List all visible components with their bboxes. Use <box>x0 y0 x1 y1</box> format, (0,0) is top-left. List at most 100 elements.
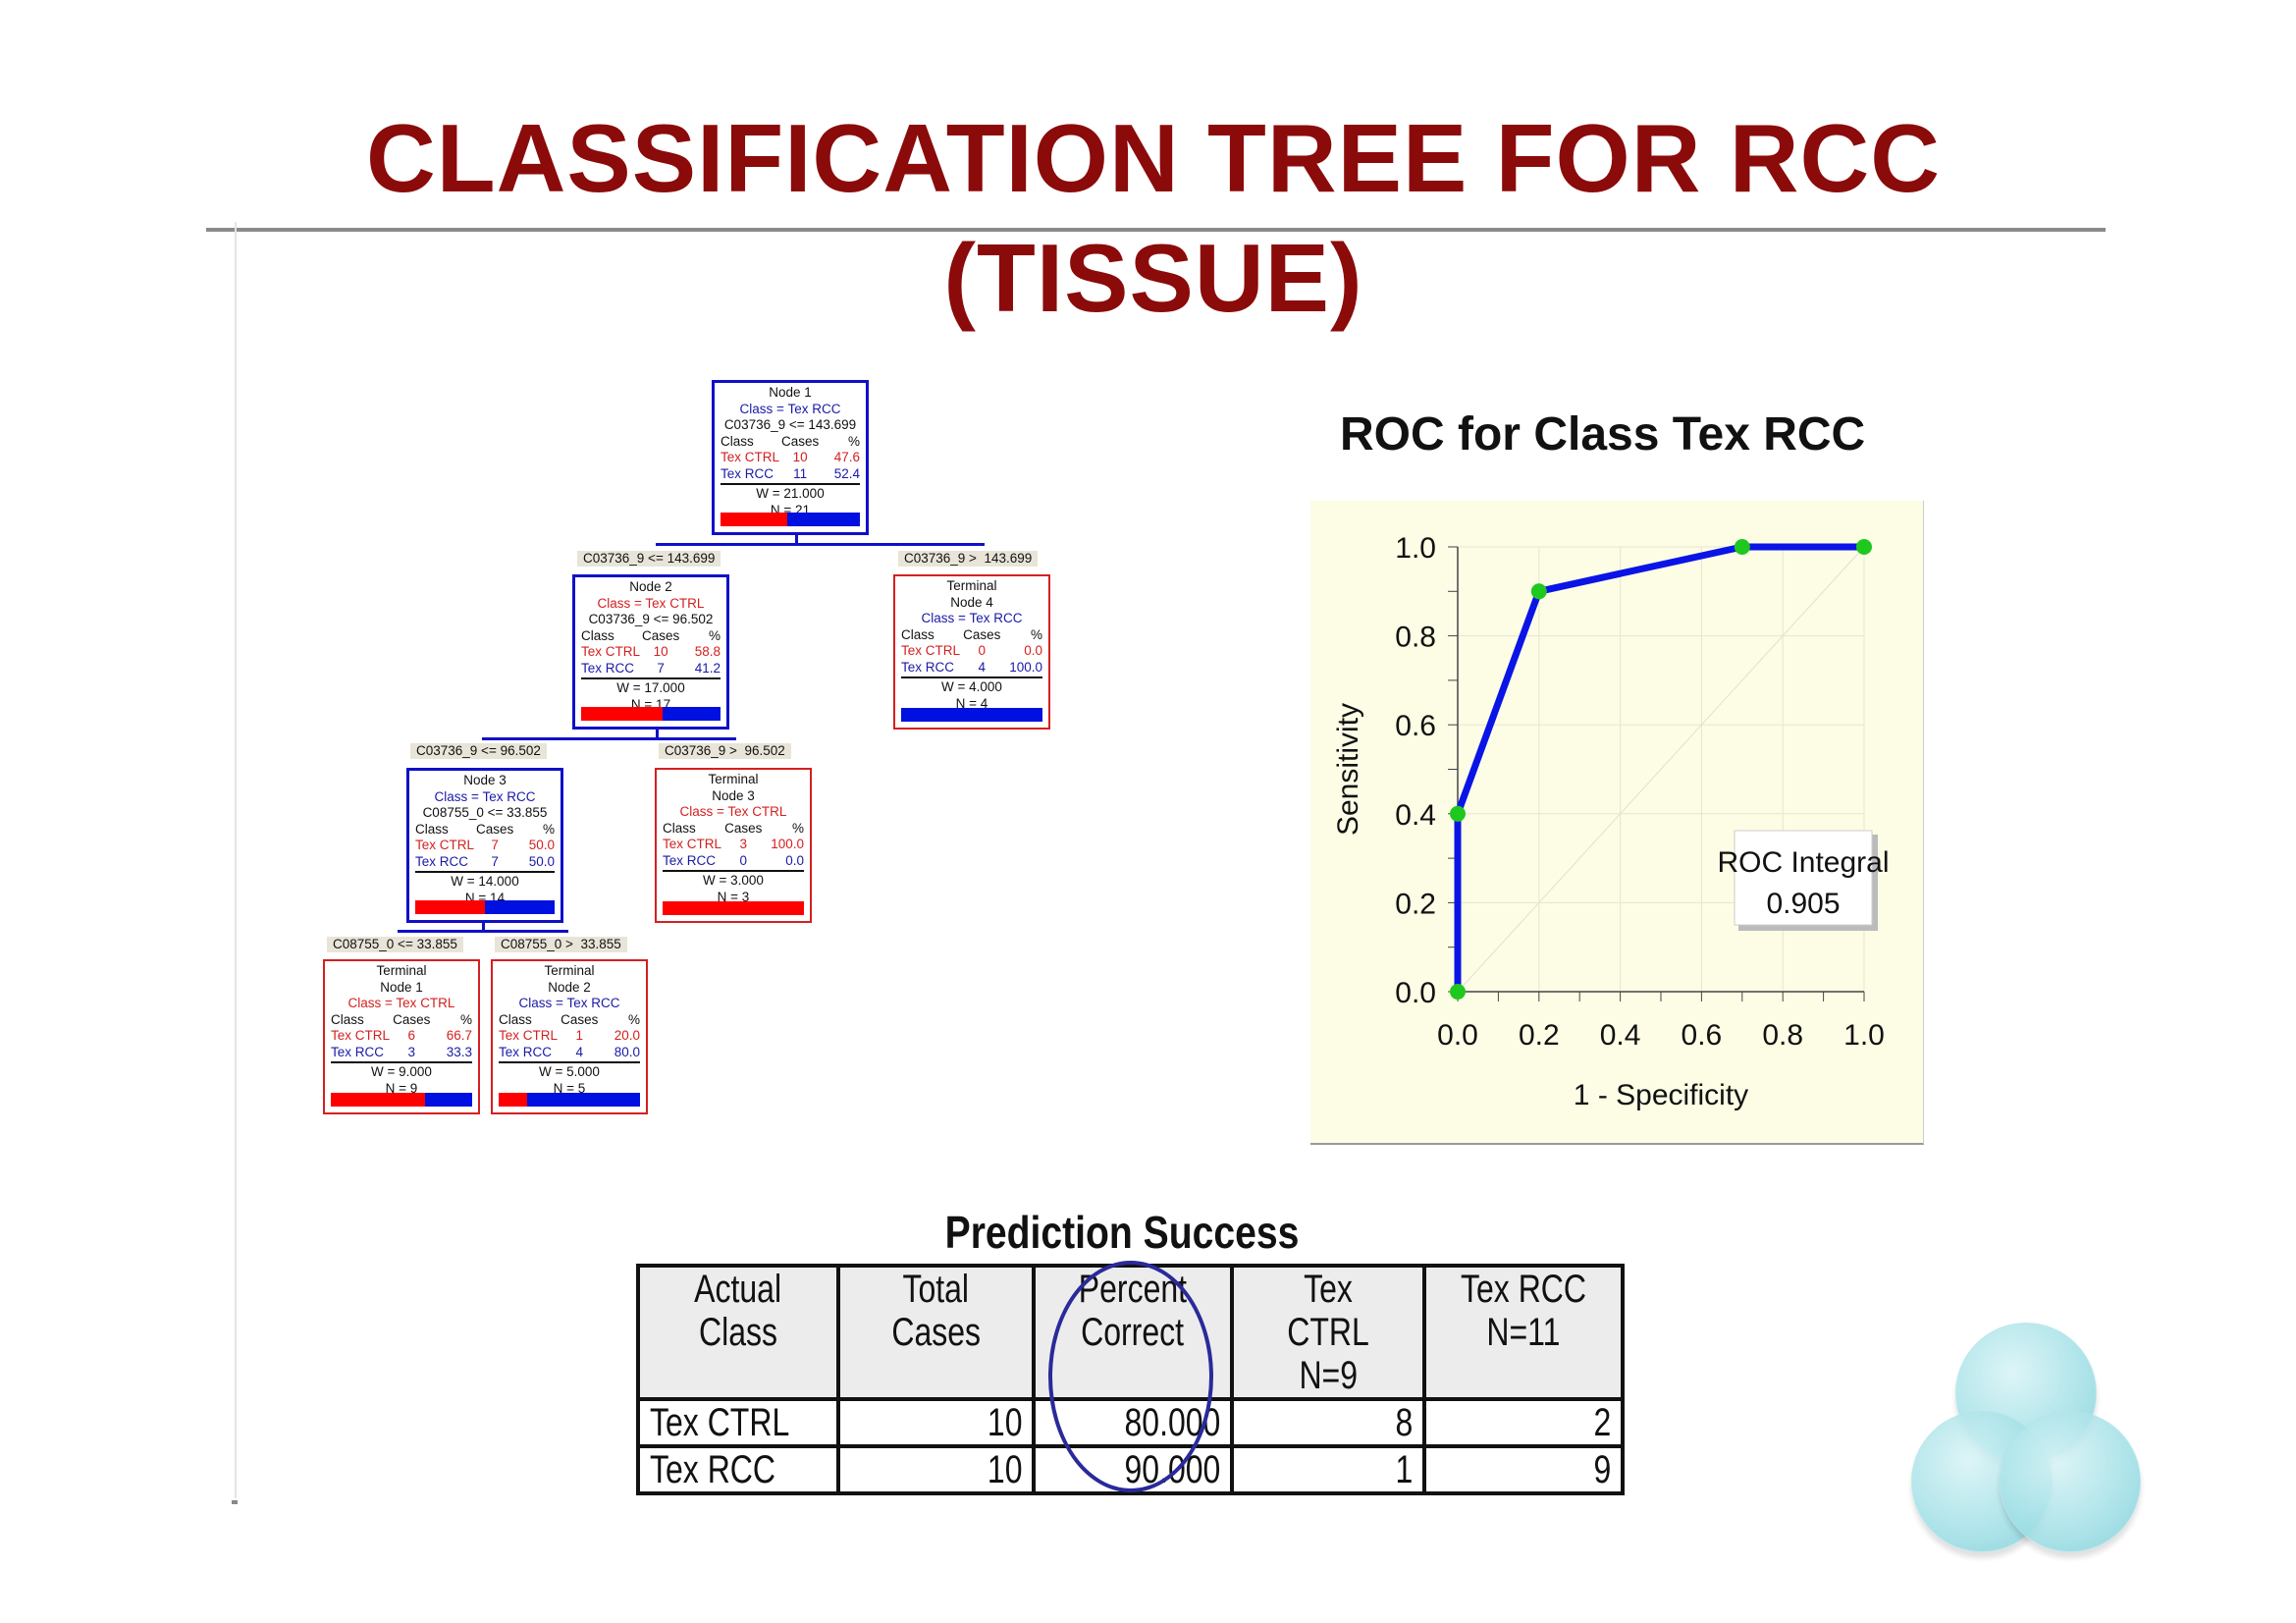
ctrl-bar-segment <box>581 707 664 721</box>
split-label: C08755_0 > 33.855 <box>495 937 627 952</box>
y-tick-label: 0.4 <box>1395 799 1436 832</box>
node-divider <box>331 1061 472 1063</box>
node-col-headers: Class Cases% <box>325 1012 478 1029</box>
cell: Tex RCC <box>415 853 469 869</box>
rcc-bar-segment <box>663 707 721 721</box>
x-axis-label: 1 - Specificity <box>1574 1079 1748 1111</box>
node-rule: C08755_0 <= 33.855 <box>422 805 548 820</box>
connector <box>656 543 985 546</box>
node-weight: W = 5.000 <box>539 1064 600 1079</box>
cell: 20.0 <box>614 1028 640 1043</box>
node-class: Class = Tex RCC <box>739 401 841 416</box>
cell: Tex RCC <box>901 659 955 675</box>
cell: Tex RCC <box>721 465 774 481</box>
bubble-decoration <box>2000 1411 2141 1552</box>
node-weight: W = 14.000 <box>451 874 519 889</box>
col-header: % <box>1030 626 1042 642</box>
cell: Tex CTRL <box>499 1028 559 1043</box>
col-header: Class <box>331 1011 364 1027</box>
col-header: % <box>543 821 556 837</box>
cell: 7 <box>657 660 665 676</box>
x-tick-label: 0.0 <box>1437 1019 1478 1052</box>
cell: 3 <box>407 1044 416 1059</box>
node-count: N = 4 <box>955 695 988 711</box>
connector <box>398 930 568 933</box>
rcc-bar-segment <box>485 900 555 914</box>
x-tick-label: 0.6 <box>1682 1019 1723 1052</box>
col-header: Cases <box>642 627 680 643</box>
y-tick-label: 0.0 <box>1395 977 1436 1009</box>
class-distribution-bar <box>499 1093 640 1107</box>
col-header: Cases <box>724 820 763 836</box>
cell: 4 <box>978 659 987 675</box>
node-class: Class = Tex RCC <box>921 611 1023 625</box>
cell: 47.6 <box>833 450 861 464</box>
node-count: N = 3 <box>717 889 750 904</box>
cell: 66.7 <box>446 1028 472 1043</box>
cell: 0.0 <box>785 852 804 868</box>
cell: 6 <box>407 1028 416 1043</box>
node-weight: W = 9.000 <box>371 1064 432 1079</box>
col-header: Cases <box>781 433 820 449</box>
col-header: Cases <box>393 1011 431 1027</box>
cell: 0 <box>978 643 987 658</box>
roc-point <box>1450 805 1466 822</box>
col-header: % <box>627 1011 640 1027</box>
col-header: Class <box>901 626 934 642</box>
cell: Tex CTRL <box>663 837 722 851</box>
rcc-bar-segment <box>526 1093 640 1107</box>
node-class: Class = Tex CTRL <box>597 595 705 611</box>
node-heading: Node 3 <box>712 787 755 803</box>
node-divider <box>415 871 555 873</box>
cell: Tex CTRL <box>901 643 961 658</box>
split-label: C03736_9 <= 143.699 <box>577 551 721 567</box>
split-label: C03736_9 > 143.699 <box>898 551 1039 567</box>
cell-tex-rcc: 9 <box>1422 1444 1625 1495</box>
title-line-2: (TISSUE) <box>943 224 1363 332</box>
node-class: Class = Tex RCC <box>518 996 620 1010</box>
node-heading: Node 2 <box>629 579 672 594</box>
cell: Tex RCC <box>663 852 717 868</box>
class-distribution-bar <box>721 513 860 526</box>
node-class: Class = Tex RCC <box>434 788 536 804</box>
x-tick-label: 0.8 <box>1762 1019 1803 1052</box>
node-heading: Terminal <box>376 963 427 978</box>
node-count: N = 9 <box>385 1080 418 1096</box>
y-tick-label: 1.0 <box>1395 532 1436 565</box>
node-divider <box>581 677 721 679</box>
node-class: Class = Tex CTRL <box>347 996 455 1010</box>
cell: 10 <box>792 450 808 464</box>
cell-tex-ctrl: 8 <box>1230 1397 1426 1448</box>
node-divider <box>721 483 860 485</box>
connector <box>482 737 736 740</box>
cell: 58.8 <box>694 644 721 659</box>
cell: 80.0 <box>614 1044 640 1059</box>
node-divider <box>663 870 804 872</box>
roc-integral-label: ROC Integral <box>1717 846 1889 879</box>
ctrl-bar-segment <box>415 900 485 914</box>
x-tick-label: 0.4 <box>1600 1019 1641 1052</box>
roc-point <box>1734 539 1750 555</box>
node-rule: C03736_9 <= 96.502 <box>588 612 714 626</box>
cell: 33.3 <box>446 1044 472 1059</box>
ctrl-bar-segment <box>499 1093 527 1107</box>
col-header: % <box>459 1011 472 1027</box>
